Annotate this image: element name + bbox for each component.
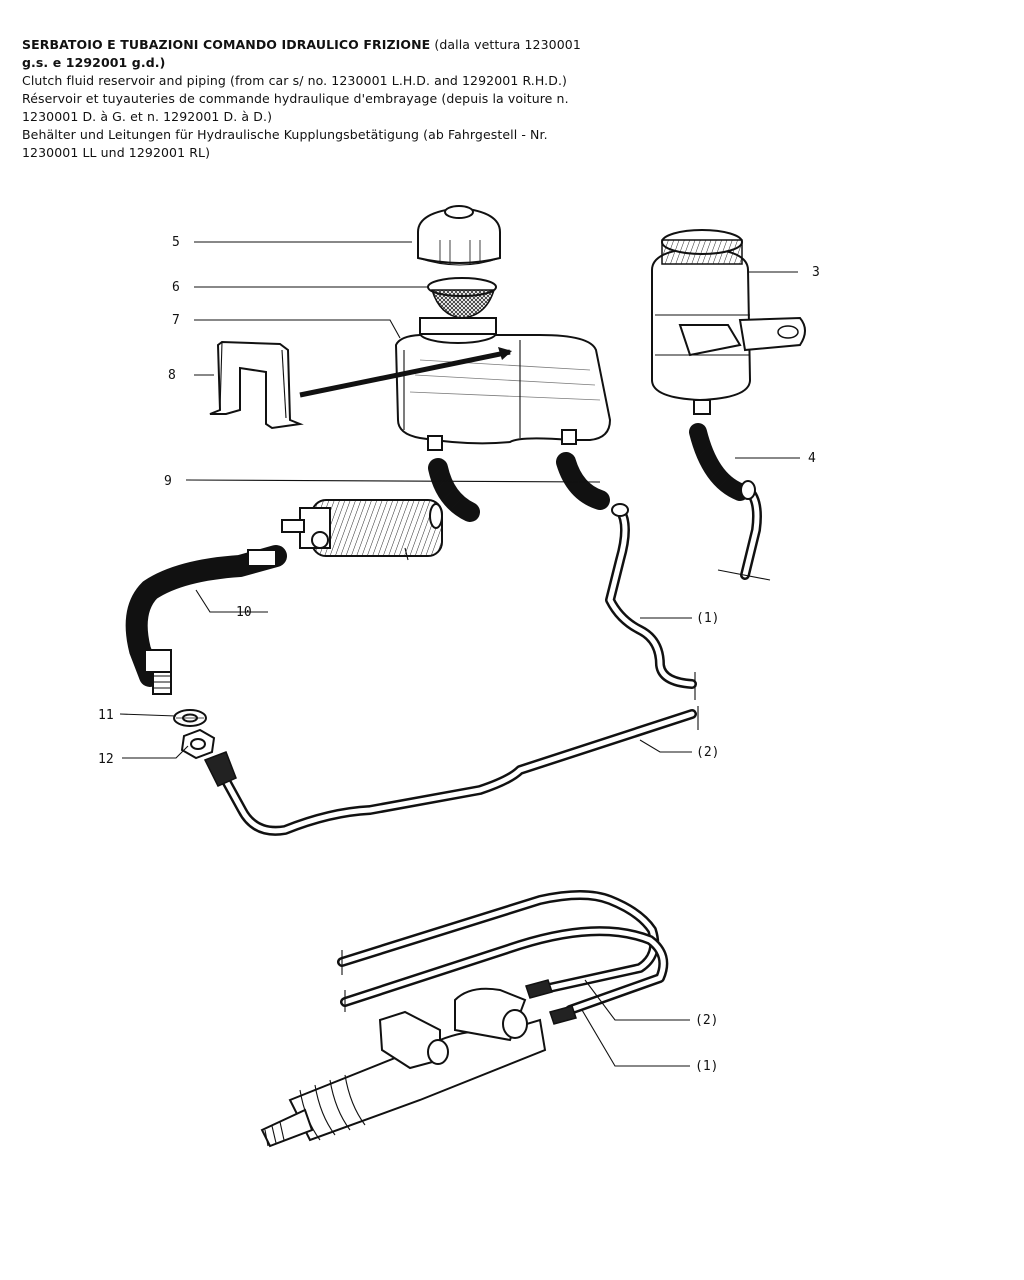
caption-italian-title: SERBATOIO E TUBAZIONI COMANDO IDRAULICO … <box>22 37 431 52</box>
alternative-reservoir <box>651 229 806 415</box>
sealing-washer <box>173 709 207 727</box>
mounting-bracket <box>209 340 304 430</box>
callout-pipe-2-lower: (2) <box>695 1013 718 1028</box>
caption-french-line-2: 1230001 D. à G. et n. 1292001 D. à D.) <box>22 109 273 124</box>
callout-3: 3 <box>812 265 820 280</box>
caption-german-line-2: 1230001 LL und 1292001 RL) <box>22 145 211 160</box>
caption-german-line-1: Behälter und Leitungen für Hydraulische … <box>22 127 548 142</box>
diagram-caption: SERBATOIO E TUBAZIONI COMANDO IDRAULICO … <box>22 36 702 162</box>
callout-6: 6 <box>172 280 180 295</box>
caption-french-line-1: Réservoir et tuyauteries de commande hyd… <box>22 91 569 106</box>
bracket-locator-arrowhead <box>498 347 512 360</box>
callout-pipe-1-upper: (1) <box>696 611 719 626</box>
bracket-locator-arrow <box>299 349 511 398</box>
reservoir-cap <box>417 205 501 266</box>
flexible-hose <box>125 545 287 695</box>
callout-11: 11 <box>98 708 114 723</box>
callout-5: 5 <box>172 235 180 250</box>
callout-pipe-2-upper: (2) <box>696 745 719 760</box>
caption-italian-line-1: SERBATOIO E TUBAZIONI COMANDO IDRAULICO … <box>22 36 702 54</box>
callout-7: 7 <box>172 313 180 328</box>
pipe-1-upper-run <box>605 503 697 689</box>
callout-12: 12 <box>98 752 114 767</box>
installed-piping-view <box>337 890 669 1025</box>
union-nut <box>180 728 216 760</box>
callout-9: 9 <box>164 474 172 489</box>
callout-4: 4 <box>808 451 816 466</box>
clutch-master-cylinder <box>281 499 443 561</box>
callout-pipe-1-lower: (1) <box>695 1059 718 1074</box>
outlet-hoses <box>428 452 610 522</box>
clutch-master-cylinder-installed <box>260 987 547 1148</box>
caption-italian-line-2: g.s. e 1292001 g.d.) <box>22 55 166 70</box>
callout-8: 8 <box>168 368 176 383</box>
caption-italian-continuation: (dalla vettura 1230001 <box>430 37 581 52</box>
pipe-end-fitting <box>203 751 237 787</box>
caption-english: Clutch fluid reservoir and piping (from … <box>22 73 567 88</box>
callout-10: 10 <box>236 605 252 620</box>
leader-lines <box>119 241 800 759</box>
reservoir-hose <box>689 423 749 501</box>
filter-strainer <box>427 277 497 319</box>
lower-leader-lines <box>581 979 690 1067</box>
reservoir-tank <box>394 317 612 451</box>
pipe-2-upper-run <box>215 709 697 836</box>
